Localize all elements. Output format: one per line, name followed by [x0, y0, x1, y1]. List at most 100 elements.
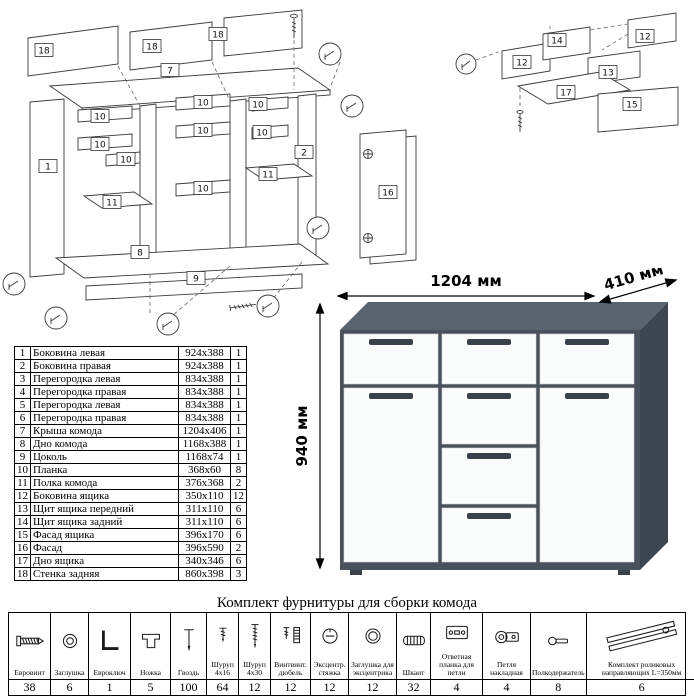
hardware-qty: 38	[9, 679, 50, 695]
part-number: 18	[14, 567, 31, 581]
part-callout: 9	[193, 275, 199, 285]
dresser-side-face	[640, 302, 668, 570]
part-callout: 10	[256, 129, 268, 139]
part-size: 1168x388	[178, 437, 231, 451]
hardware-name: Евроключ	[93, 667, 126, 677]
part-callout: 2	[301, 149, 307, 159]
part-number: 12	[14, 489, 31, 503]
part-qty: 1	[230, 346, 247, 360]
part-qty: 1	[230, 359, 247, 373]
parts-table-body: 1 Боковина левая 924x388 1 2 Боковина пр…	[14, 346, 247, 581]
parts-table: 1 Боковина левая 924x388 1 2 Боковина пр…	[14, 346, 247, 581]
part-callout: 16	[382, 189, 394, 199]
hardware-item: Эксцентр. стяжка 12	[311, 613, 349, 695]
hardware-qty: 12	[271, 679, 310, 695]
cam-lock-icon	[321, 628, 338, 644]
part-size: 834x388	[178, 398, 231, 412]
hardware-qty: 32	[397, 679, 430, 695]
hardware-name: Заглушка	[54, 667, 85, 677]
width-dimension-label: 1204 мм	[430, 272, 502, 290]
table-row: 6 Перегородка правая 834x388 1	[14, 411, 247, 425]
cam-cap-icon	[364, 628, 381, 644]
back-panel	[129, 21, 213, 71]
part-number: 17	[14, 554, 31, 568]
part-size: 860x398	[178, 567, 231, 581]
part-size: 350x110	[178, 489, 231, 503]
table-row: 11 Полка комода 376x368 2	[14, 476, 247, 490]
part-number: 7	[14, 424, 31, 438]
part-name: Боковина правая	[30, 359, 179, 373]
part-qty: 2	[230, 541, 247, 555]
table-row: 2 Боковина правая 924x388 1	[14, 359, 247, 373]
part-qty: 6	[230, 502, 247, 516]
exploded-main-callout-numbers: 18 18 18 7 1 10 10 10 10 10 10 10 10 2 1…	[34, 27, 398, 285]
part-size: 924x388	[178, 346, 231, 360]
part-callout: 18	[146, 43, 158, 53]
hardware-qty: 4	[431, 679, 482, 695]
table-row: 1 Боковина левая 924x388 1	[14, 346, 247, 360]
part-name: Дно ящика	[30, 554, 179, 568]
part-size: 1204x406	[178, 424, 231, 438]
part-qty: 1	[230, 437, 247, 451]
part-qty: 6	[230, 528, 247, 542]
part-number: 15	[14, 528, 31, 542]
door-front	[539, 387, 635, 563]
part-name: Дно комода	[30, 437, 179, 451]
part-number: 6	[14, 411, 31, 425]
handle	[565, 393, 609, 399]
part-number: 5	[14, 398, 31, 412]
partition	[229, 98, 247, 265]
part-size: 396x170	[178, 528, 231, 542]
table-row: 4 Перегородка правая 834x388 1	[14, 385, 247, 399]
hardware-name: Ножка	[139, 667, 162, 677]
leg-icon	[141, 633, 160, 649]
screw	[229, 302, 256, 311]
part-name: Фасад	[30, 541, 179, 555]
part-size: 834x388	[178, 385, 231, 399]
part-size: 311x110	[178, 502, 231, 516]
hardware-name: Эксцентр. стяжка	[313, 659, 346, 677]
screw	[516, 109, 524, 132]
part-callout: 10	[94, 113, 106, 123]
part-callout: 17	[560, 89, 571, 99]
detail-callout	[2, 272, 26, 296]
hardware-item: Комплект роликовых направляющих L=350мм …	[586, 613, 694, 695]
handle	[467, 453, 511, 459]
dresser-leg	[350, 570, 362, 575]
part-number: 14	[14, 515, 31, 529]
table-row: 15 Фасад ящика 396x170 6	[14, 528, 247, 542]
part-callout: 18	[38, 47, 50, 57]
table-row: 16 Фасад 396x590 2	[14, 541, 247, 555]
nail-icon	[183, 629, 194, 652]
hardware-table: Евровинт 38 Заглушка 6 Евроключ 1 Ножка …	[8, 612, 694, 696]
part-size: 924x388	[178, 359, 231, 373]
part-name: Фасад ящика	[30, 528, 179, 542]
part-name: Перегородка правая	[30, 411, 179, 425]
dresser-leg	[618, 570, 630, 575]
hardware-item: Евровинт 38	[9, 613, 51, 695]
dresser-top-face	[340, 302, 668, 330]
part-size: 834x388	[178, 411, 231, 425]
part-qty: 1	[230, 385, 247, 399]
part-number: 11	[14, 476, 31, 490]
part-callout: 18	[212, 31, 224, 41]
hardware-item: Полкодержатель 8	[531, 613, 587, 695]
handle	[467, 393, 511, 399]
hardware-name: Заглушка для эксцентрика	[351, 659, 394, 677]
part-size: 311x110	[178, 515, 231, 529]
back-panel	[27, 25, 119, 77]
hardware-qty: 5	[131, 679, 170, 695]
part-qty: 3	[230, 567, 247, 581]
hardware-item: Заглушка для эксцентрика 12	[349, 613, 397, 695]
hardware-item: Заглушка 6	[51, 613, 89, 695]
depth-dimension-label: 410 мм	[602, 268, 666, 294]
hardware-name: Шкант	[402, 667, 425, 677]
hardware-qty: 6	[51, 679, 88, 695]
table-row: 17 Дно ящика 340x346 6	[14, 554, 247, 568]
hardware-item: Петля накладная 4	[483, 613, 531, 695]
shelf-support-icon	[548, 636, 569, 646]
bottom-panel	[54, 243, 330, 279]
part-number: 4	[14, 385, 31, 399]
table-row: 18 Стенка задняя 860x398 3	[14, 567, 247, 581]
table-row: 5 Перегородка левая 834x388 1	[14, 398, 247, 412]
